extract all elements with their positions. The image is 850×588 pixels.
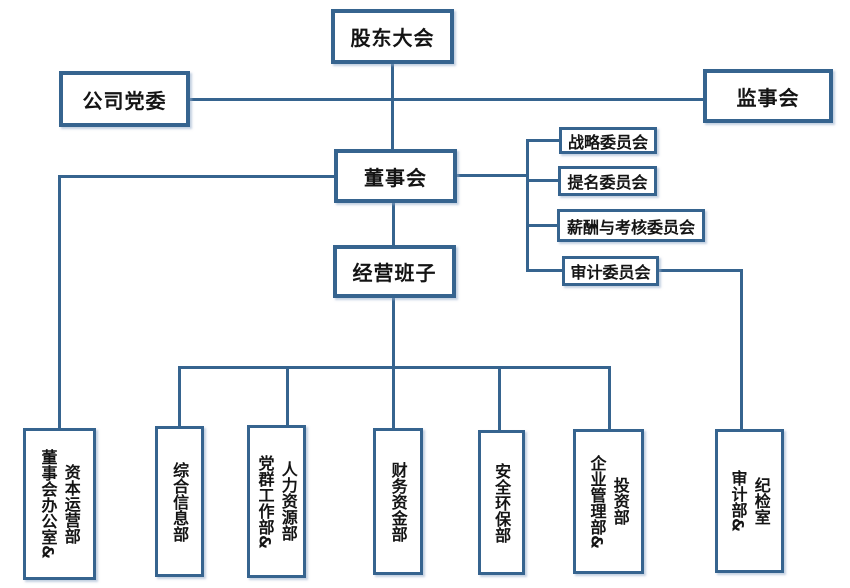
strategy-committee-label: 战略委员会 (567, 132, 648, 152)
remuneration-assessment-committee-box: 薪酬与考核委员会 (557, 209, 705, 242)
dept-enterprise-management-investment-box: 企业管理部& 投资部 (573, 429, 644, 574)
dept-audit-discipline-label: 审计部& 纪检室 (728, 470, 771, 532)
remuneration-assessment-committee-label: 薪酬与考核委员会 (566, 217, 695, 237)
dept-finance-treasury-box: 财务资金部 (373, 428, 423, 575)
dept-party-masses-hr-box: 党群工作部& 人力资源部 (247, 425, 306, 578)
drop-finance-treasury (392, 366, 395, 430)
management-team-label: 经营班子 (352, 261, 437, 285)
dept-audit-discipline-box: 审计部& 纪检室 (715, 429, 784, 573)
stub-nomination-committee (526, 179, 560, 182)
shareholders-meeting-box: 股东大会 (331, 9, 454, 64)
connector-party-supervisors (187, 98, 705, 101)
drop-general-information (178, 366, 181, 428)
drop-enterprise-investment (608, 366, 611, 431)
connector-audit-down-vertical (740, 269, 743, 431)
board-of-directors-box: 董事会 (334, 149, 457, 203)
strategy-committee-box: 战略委员会 (559, 127, 657, 154)
management-team-box: 经营班子 (333, 245, 456, 298)
dept-finance-treasury-label: 财务资金部 (388, 461, 408, 542)
connector-board-committee-spine-stub (455, 174, 529, 177)
dept-general-information-box: 综合信息部 (155, 426, 204, 577)
dept-safety-environment-label: 安全环保部 (492, 462, 512, 543)
company-party-committee-label: 公司党委 (82, 88, 167, 113)
stub-remuneration-committee (526, 224, 559, 227)
board-of-directors-label: 董事会 (364, 165, 427, 190)
connector-board-left-vertical (58, 175, 61, 430)
committee-spine (526, 139, 529, 272)
stub-audit-committee (526, 269, 564, 272)
nomination-committee-label: 提名委员会 (567, 173, 648, 192)
supervisory-board-label: 监事会 (736, 85, 800, 110)
connector-board-left-horizontal (58, 175, 336, 178)
company-party-committee-box: 公司党委 (59, 71, 190, 127)
drop-safety-environment (498, 366, 501, 432)
dept-general-information-label: 综合信息部 (170, 461, 190, 542)
shareholders-meeting-label: 股东大会 (350, 26, 435, 50)
drop-party-masses-hr (286, 366, 289, 427)
dept-board-office-capital-operations-box: 董事会办公室& 资本运营部 (23, 428, 96, 580)
connector-management-down (392, 296, 395, 368)
dept-enterprise-management-investment-label: 企业管理部& 投资部 (587, 454, 630, 549)
nomination-committee-box: 提名委员会 (558, 166, 657, 196)
audit-committee-label: 审计委员会 (570, 263, 651, 282)
connector-board-management (392, 201, 395, 247)
connector-audit-right-horizontal (656, 269, 743, 272)
connector-shareholders-board (391, 62, 394, 152)
dept-safety-environment-box: 安全环保部 (478, 430, 525, 575)
supervisory-board-box: 监事会 (703, 69, 833, 123)
stub-strategy-committee (526, 139, 561, 142)
dept-party-masses-hr-label: 党群工作部& 人力资源部 (255, 454, 298, 549)
audit-committee-box: 审计委员会 (562, 256, 659, 286)
dept-board-office-capital-operations-label: 董事会办公室& 资本运营部 (38, 449, 81, 559)
